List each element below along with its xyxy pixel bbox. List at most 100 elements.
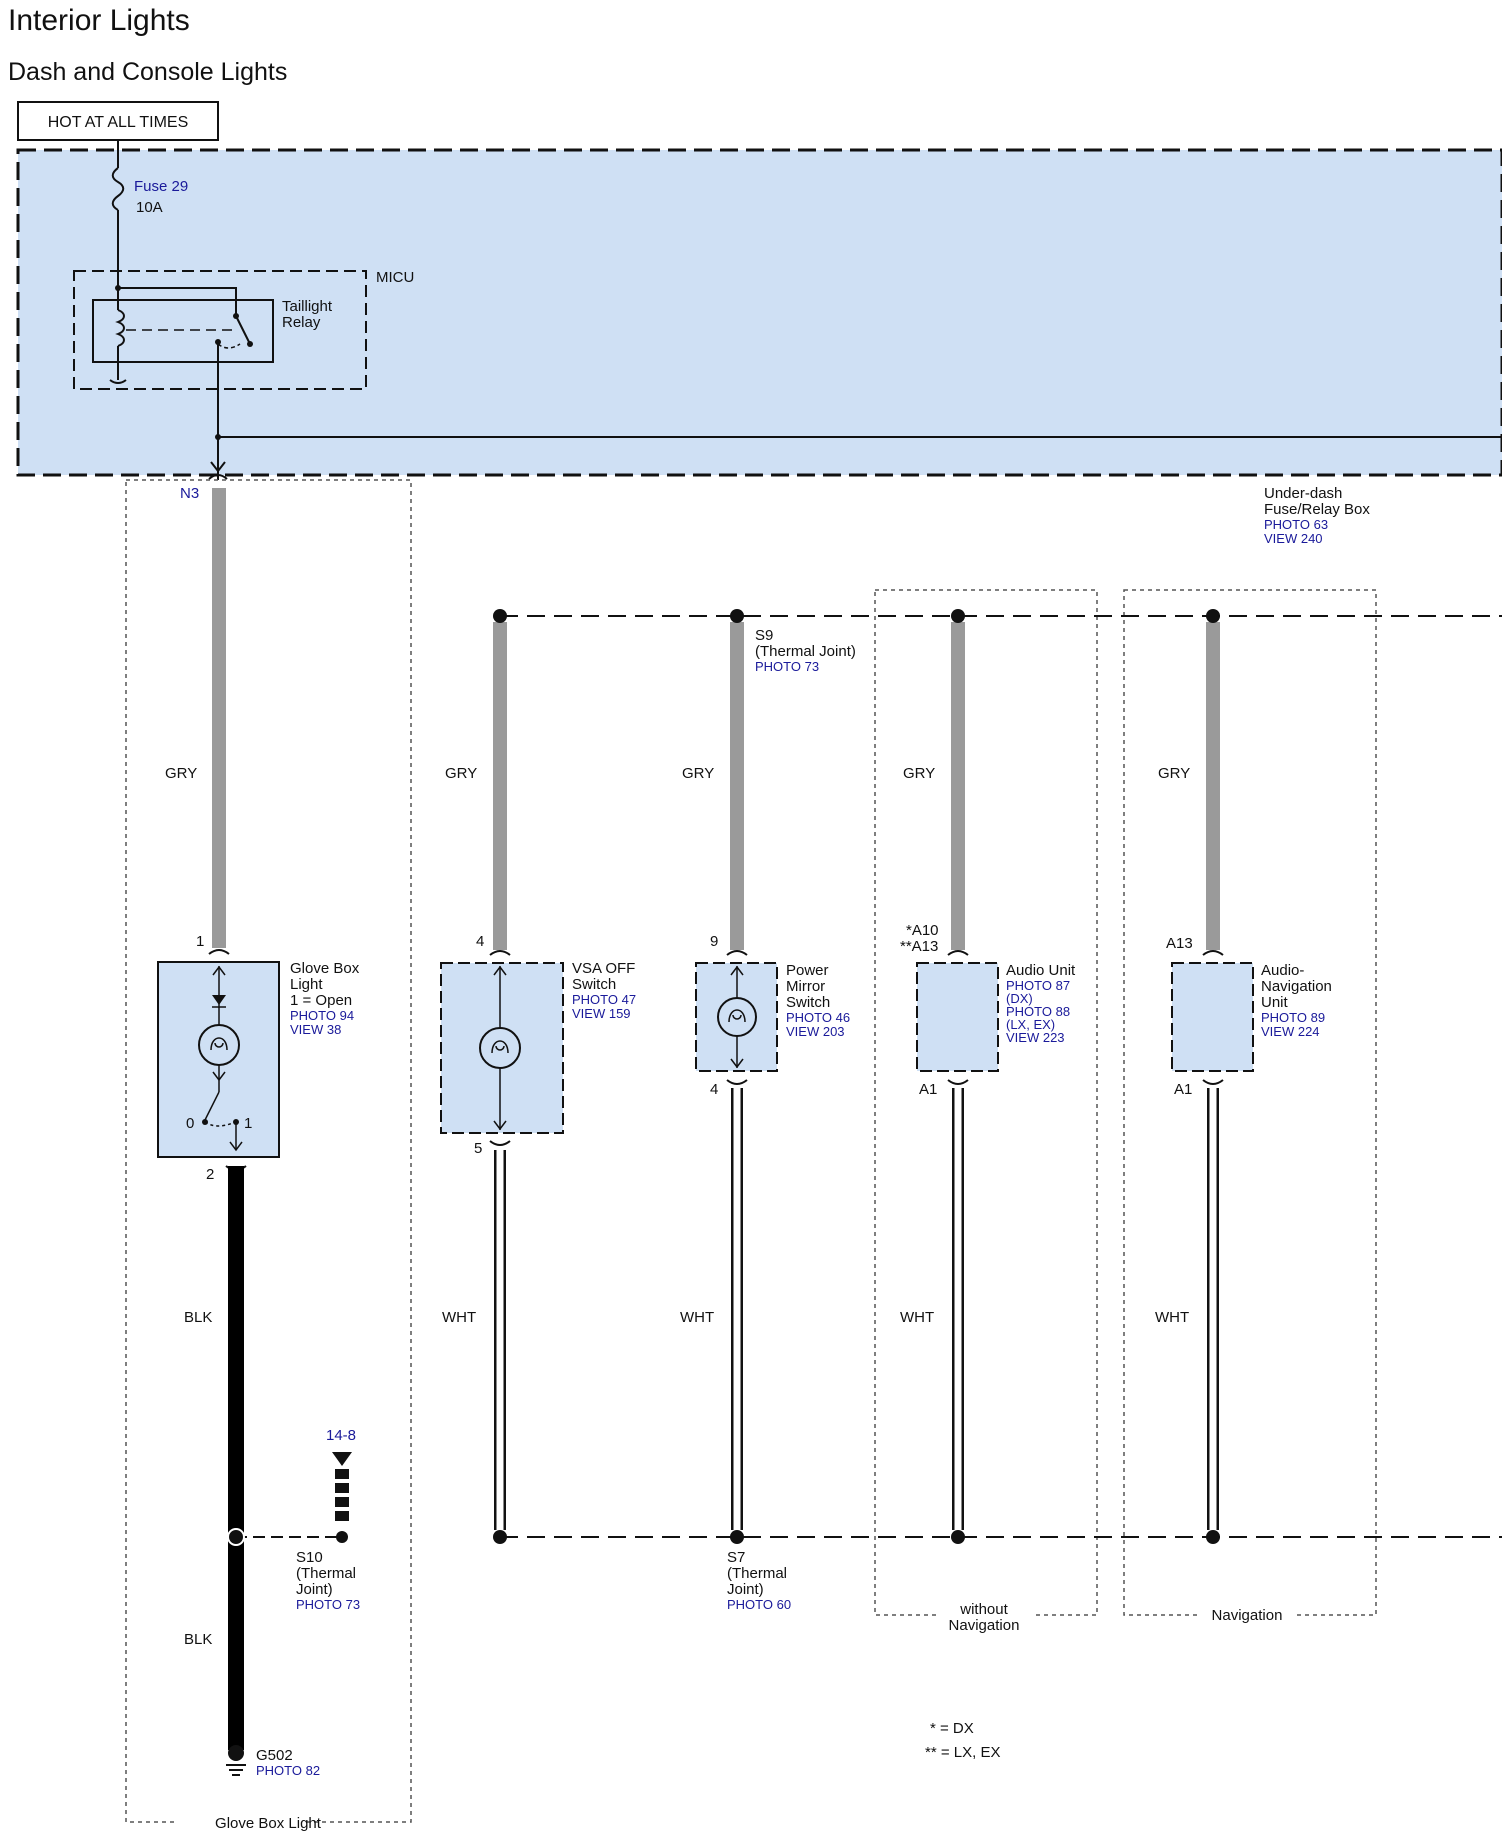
glove-frame-label: Glove Box Light <box>215 1815 322 1832</box>
audio-variant-1: (DX) <box>1006 991 1033 1006</box>
audio-top-connector-icon <box>947 950 969 956</box>
vsa-gry-label: GRY <box>445 765 477 782</box>
vsa-pin-top: 4 <box>476 933 484 950</box>
s10-photo: PHOTO 73 <box>296 1597 360 1612</box>
mirror-pin-bottom: 4 <box>710 1081 718 1098</box>
mirror-view: VIEW 203 <box>786 1024 845 1039</box>
fuse-box-label-2: Fuse/Relay Box <box>1264 501 1370 518</box>
s10-ref-node <box>336 1531 348 1543</box>
fuse-icon <box>111 167 125 211</box>
mirror-filament-icon <box>728 1009 746 1023</box>
micu-box <box>73 270 367 390</box>
s7-desc-1: (Thermal <box>727 1565 787 1582</box>
relay-arm <box>235 315 251 345</box>
audio-bottom-connector-icon <box>947 1079 969 1085</box>
without-nav-label-bg <box>940 1602 1032 1638</box>
wht-wires <box>494 1088 1219 1530</box>
g502-node <box>228 1745 244 1761</box>
s7-node-mirror <box>730 1530 744 1544</box>
glove-label-3: 1 = Open <box>290 992 352 1009</box>
s10-ref-bar-2 <box>335 1483 349 1493</box>
s7-photo: PHOTO 60 <box>727 1597 791 1612</box>
s9-desc: (Thermal Joint) <box>755 643 856 660</box>
mirror-arrow-up-icon <box>730 965 744 976</box>
s10-name: S10 <box>296 1549 323 1566</box>
nav-wht-label: WHT <box>1155 1309 1189 1326</box>
page-subtitle: Dash and Console Lights <box>8 58 287 86</box>
vsa-arrow-up-icon <box>493 965 507 976</box>
glove-arrow-up-icon <box>212 965 226 976</box>
mirror-gry-label: GRY <box>682 765 714 782</box>
relay-coil-icon <box>115 309 125 347</box>
audio-photo-1: PHOTO 87 <box>1006 978 1070 993</box>
g502-photo: PHOTO 82 <box>256 1763 320 1778</box>
glove-switch-link <box>204 1121 236 1127</box>
page-title: Interior Lights <box>8 4 190 37</box>
s9-name: S9 <box>755 627 773 644</box>
fuse-box-label-1: Under-dash <box>1264 485 1342 502</box>
s7-node-nav <box>1206 1530 1220 1544</box>
glove-gry-label: GRY <box>165 765 197 782</box>
glove-photo: PHOTO 94 <box>290 1008 354 1023</box>
navigation-frame <box>1123 589 1377 1616</box>
mirror-photo: PHOTO 46 <box>786 1010 850 1025</box>
audio-navigation-unit-component <box>1171 962 1254 1072</box>
audio-pin-top-2: **A13 <box>900 938 938 955</box>
mirror-pin-top: 9 <box>710 933 718 950</box>
mirror-bottom-connector-icon <box>726 1079 748 1085</box>
audio-gry-label: GRY <box>903 765 935 782</box>
vsa-top-connector-icon <box>489 950 511 956</box>
nav-frame-label: Navigation <box>1212 1607 1283 1624</box>
nav-gry-label: GRY <box>1158 765 1190 782</box>
hot-at-all-times-label: HOT AT ALL TIMES <box>48 114 189 131</box>
audio-pin-bottom: A1 <box>919 1081 937 1098</box>
s10-desc-2: Joint) <box>296 1581 333 1598</box>
mirror-label-2: Mirror <box>786 978 825 995</box>
glove-frame-label-bg <box>176 1811 306 1833</box>
glove-view: VIEW 38 <box>290 1022 341 1037</box>
s10-ref-bar-1 <box>335 1469 349 1479</box>
nav-label-bg <box>1200 1604 1294 1624</box>
mirror-label-3: Switch <box>786 994 830 1011</box>
vsa-label-1: VSA OFF <box>572 960 635 977</box>
audio-unit-component <box>916 962 999 1072</box>
taillight-relay-box <box>92 299 274 363</box>
mirror-label-1: Power <box>786 962 829 979</box>
relay-label-2: Relay <box>282 314 321 331</box>
glove-switch-0-label: 0 <box>186 1115 194 1132</box>
relay-label-1: Taillight <box>282 298 333 315</box>
nav-pin-top: A13 <box>1166 935 1193 952</box>
nav-label-3: Unit <box>1261 994 1289 1011</box>
vsa-off-switch-component <box>440 962 564 1134</box>
nav-top-connector-icon <box>1202 950 1224 956</box>
nav-bottom-connector-icon <box>1202 1079 1224 1085</box>
n3-connector-cup-icon <box>208 474 228 480</box>
glove-switch-1-label: 1 <box>244 1115 252 1132</box>
s9-node-audio <box>951 609 965 623</box>
nav-label-1: Audio- <box>1261 962 1304 979</box>
g502-name: G502 <box>256 1747 293 1764</box>
mirror-arrow-down-icon <box>730 1058 744 1069</box>
s9-node-vsa <box>493 609 507 623</box>
nav-pin-bottom: A1 <box>1174 1081 1192 1098</box>
s9-node-nav <box>1206 609 1220 623</box>
fuse-box-photo: PHOTO 63 <box>1264 517 1328 532</box>
relay-link-curve <box>217 343 241 349</box>
audio-view: VIEW 223 <box>1006 1030 1065 1045</box>
vsa-filament-icon <box>491 1040 509 1054</box>
s10-ref-bar-4 <box>335 1511 349 1521</box>
s7-node-vsa <box>493 1530 507 1544</box>
glove-diode-icon <box>212 995 226 1005</box>
without-navigation-frame <box>874 589 1098 1616</box>
glove-label-1: Glove Box <box>290 960 360 977</box>
glove-filament-icon <box>210 1037 228 1051</box>
nav-view: VIEW 224 <box>1261 1024 1320 1039</box>
s7-node-audio <box>951 1530 965 1544</box>
fuse-relay-box-panel <box>16 148 1502 477</box>
s10-ref-bar-3 <box>335 1497 349 1507</box>
without-nav-label-2: Navigation <box>949 1617 1020 1634</box>
glove-switch-arm <box>204 1091 220 1121</box>
vsa-arrow-down-icon <box>493 1120 507 1131</box>
blk-label-2: BLK <box>184 1631 212 1648</box>
s7-desc-2: Joint) <box>727 1581 764 1598</box>
